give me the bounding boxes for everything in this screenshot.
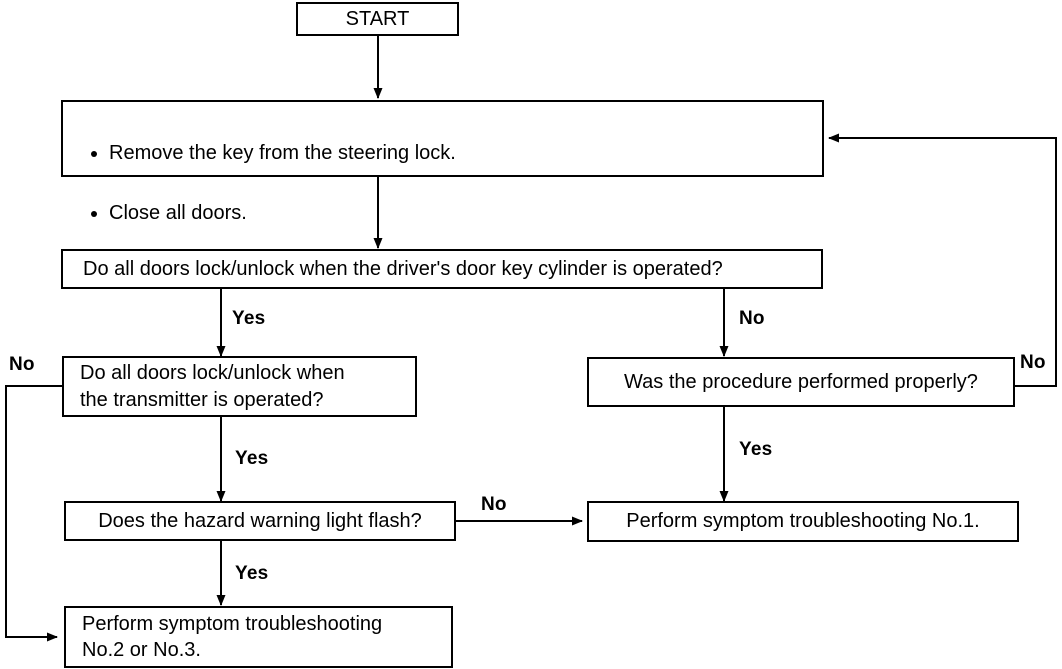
edge-label-key-cylinder-yes: Yes xyxy=(232,308,266,329)
node-prepare[interactable]: Remove the key from the steering lock. C… xyxy=(61,100,824,224)
node-key-cylinder-question[interactable]: Do all doors lock/unlock when the driver… xyxy=(61,249,823,289)
node-hazard-question[interactable]: Does the hazard warning light flash? xyxy=(64,501,456,541)
node-procedure-question-label: Was the procedure performed properly? xyxy=(624,370,978,393)
node-start-label: START xyxy=(345,7,410,30)
node-start[interactable]: START xyxy=(296,2,459,36)
node-troubleshooting-23-line-2: No.2 or No.3. xyxy=(82,639,201,661)
node-transmitter-question-line-2: the transmitter is operated? xyxy=(80,388,324,411)
node-troubleshooting-1[interactable]: Perform symptom troubleshooting No.1. xyxy=(587,501,1019,542)
node-transmitter-question-line-1: Do all doors lock/unlock when xyxy=(80,362,345,385)
node-troubleshooting-23-line-1: Perform symptom troubleshooting xyxy=(82,612,383,635)
edge-label-procedure-yes: Yes xyxy=(739,439,773,460)
edge-transmitter-no-loop xyxy=(5,385,62,642)
edge-label-hazard-yes: Yes xyxy=(235,563,269,584)
edge-label-procedure-no: No xyxy=(1020,352,1046,373)
node-hazard-question-label: Does the hazard warning light flash? xyxy=(98,509,422,532)
node-transmitter-question[interactable]: Do all doors lock/unlock when the transm… xyxy=(62,356,417,417)
edge-label-transmitter-yes: Yes xyxy=(235,448,269,469)
node-procedure-question[interactable]: Was the procedure performed properly? xyxy=(587,357,1015,407)
node-prepare-bullet-2: Close all doors. xyxy=(89,200,822,226)
edge-label-key-cylinder-no: No xyxy=(739,308,765,329)
node-key-cylinder-question-label: Do all doors lock/unlock when the driver… xyxy=(83,257,723,280)
node-troubleshooting-23[interactable]: Perform symptom troubleshooting No.2 or … xyxy=(64,606,453,668)
edge-procedure-no-loop xyxy=(828,133,1057,387)
edge-label-transmitter-no: No xyxy=(9,354,35,375)
edge-label-hazard-no: No xyxy=(481,494,507,515)
node-troubleshooting-1-label: Perform symptom troubleshooting No.1. xyxy=(626,510,980,533)
node-prepare-bullet-1: Remove the key from the steering lock. xyxy=(89,140,822,166)
